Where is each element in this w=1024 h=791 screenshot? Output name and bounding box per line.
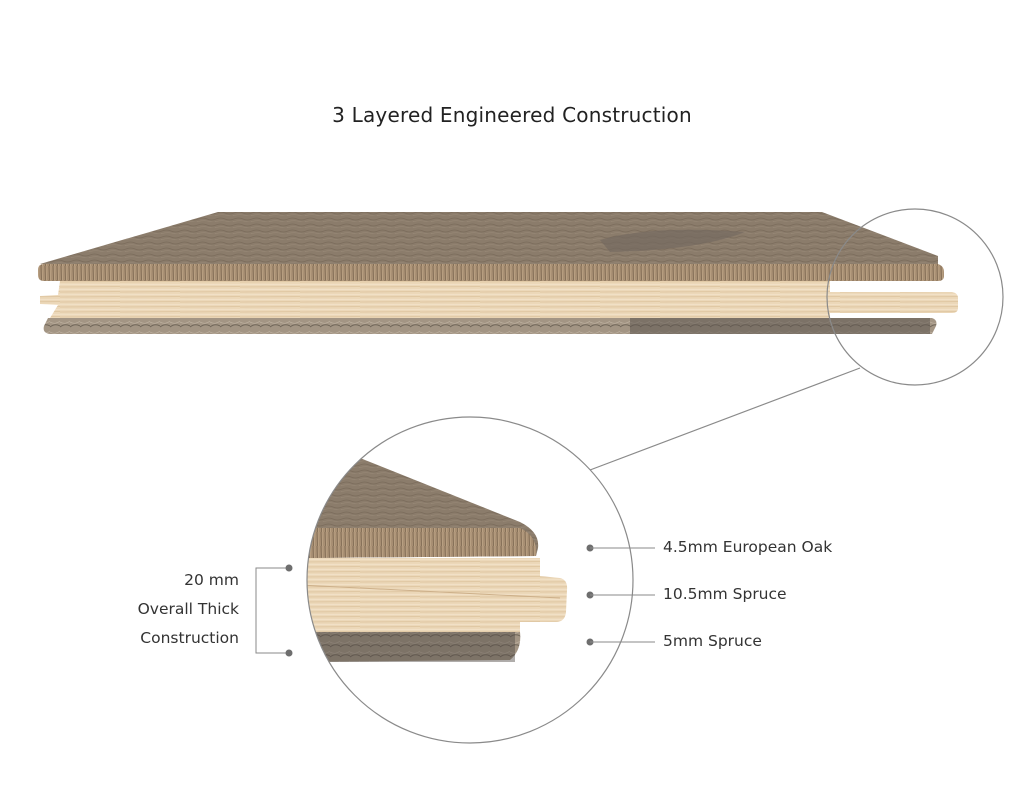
diagram-title: 3 Layered Engineered Construction: [332, 103, 692, 127]
detail-circle-small: [826, 208, 1004, 386]
zoom-spruce-core: [307, 558, 568, 632]
detail-circle-large: [306, 416, 634, 744]
plank-oak-layer: [38, 264, 944, 281]
zoom-oak-edge: [307, 528, 537, 558]
label-spruce-back: 5mm Spruce: [663, 632, 762, 650]
zoom-core-seam: [307, 584, 561, 599]
plank-top-knot: [600, 229, 745, 252]
plank-top-face: [40, 212, 938, 264]
plank-spruce-core: [40, 281, 958, 318]
callout-spruce-back: [586, 638, 655, 646]
plank-backing-dark-patch: [630, 318, 930, 334]
label-spruce-core: 10.5mm Spruce: [663, 585, 787, 603]
thickness-bracket: [255, 564, 293, 657]
overall-line-1: 20 mm: [184, 571, 239, 589]
overall-line-2: Overall Thick: [137, 600, 239, 618]
zoom-backing-layer: [307, 632, 521, 662]
zoom-cross-section: [307, 458, 568, 662]
label-oak-layer: 4.5mm European Oak: [663, 538, 833, 556]
detail-connector-line: [589, 367, 861, 471]
plank-side-view: [38, 212, 958, 334]
callout-oak: [586, 544, 655, 552]
overall-line-3: Construction: [140, 629, 239, 647]
callout-spruce-core: [586, 591, 655, 599]
zoom-backing-shadow: [307, 632, 515, 662]
